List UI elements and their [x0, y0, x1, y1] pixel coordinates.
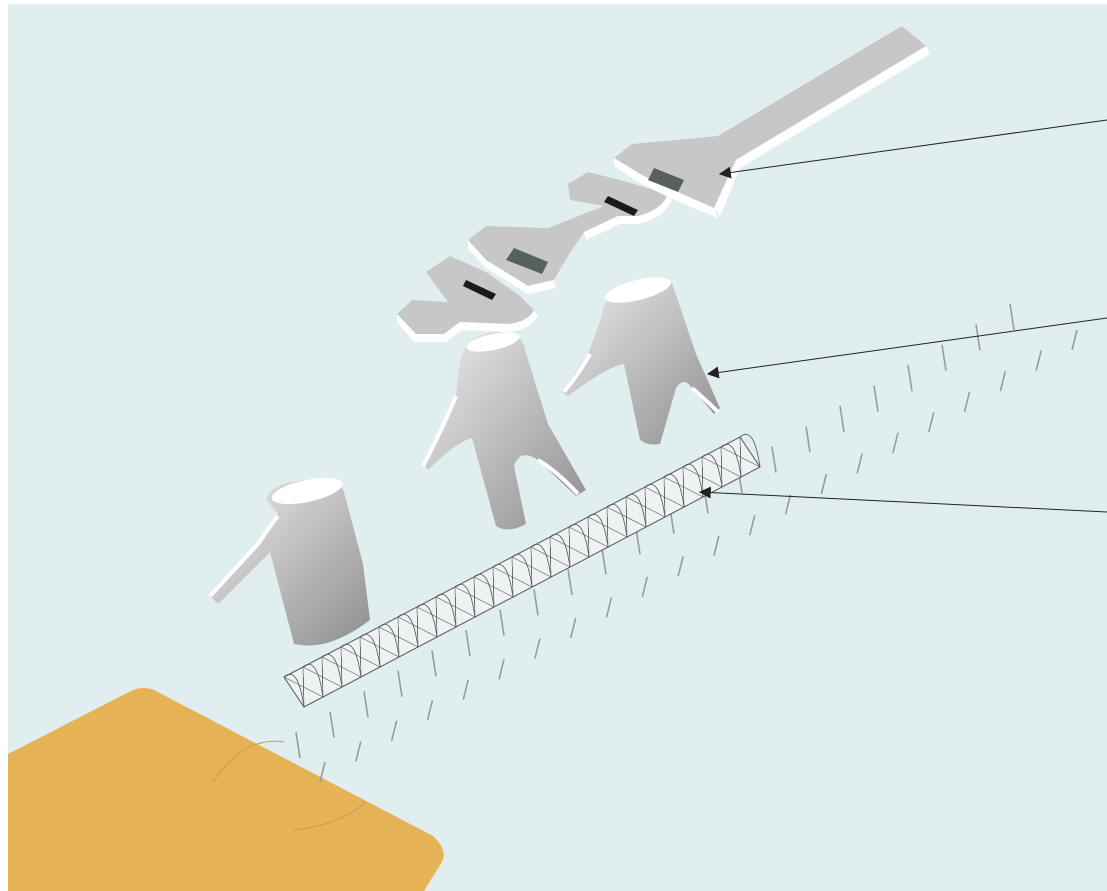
shell-front: [210, 473, 370, 646]
ground-plane: [8, 688, 444, 891]
pile: [908, 365, 912, 391]
pile: [499, 659, 504, 679]
pile: [602, 549, 606, 575]
pile: [466, 630, 470, 656]
pile: [942, 345, 946, 371]
pile: [893, 433, 898, 453]
shell-middle: [423, 329, 586, 530]
pile: [364, 691, 368, 717]
annotation-leaders: [700, 120, 1107, 512]
pile: [432, 650, 436, 676]
pile: [398, 671, 402, 697]
pile: [356, 741, 361, 761]
shell-back: [562, 272, 720, 444]
pile: [1072, 330, 1077, 350]
pile: [750, 515, 755, 535]
diagram-canvas: [8, 4, 1107, 891]
pile: [535, 639, 540, 659]
pile: [857, 453, 862, 473]
pile: [296, 732, 300, 758]
pile: [1010, 304, 1014, 330]
leader-space-truss: [700, 492, 1107, 512]
exploded-axonometric-diagram: [8, 4, 1107, 891]
pile: [606, 597, 611, 617]
pile: [806, 426, 810, 452]
pile: [330, 712, 334, 738]
pile: [840, 406, 844, 432]
pile: [965, 392, 970, 412]
pile: [976, 324, 980, 350]
pile: [571, 618, 576, 638]
pile: [500, 610, 504, 636]
pile: [772, 447, 776, 473]
pile: [821, 474, 826, 494]
pile: [1036, 351, 1041, 371]
pile: [786, 495, 791, 515]
pile: [568, 569, 572, 595]
pile: [463, 680, 468, 700]
pile: [427, 700, 432, 720]
canopy-piece-back: [614, 26, 930, 218]
pile: [1000, 371, 1005, 391]
pile: [678, 556, 683, 576]
canopy-piece-middle: [468, 172, 672, 294]
pile: [392, 721, 397, 741]
pile: [874, 386, 878, 412]
pile: [714, 536, 719, 556]
pile: [929, 412, 934, 432]
pile: [534, 589, 538, 615]
pile: [642, 577, 647, 597]
